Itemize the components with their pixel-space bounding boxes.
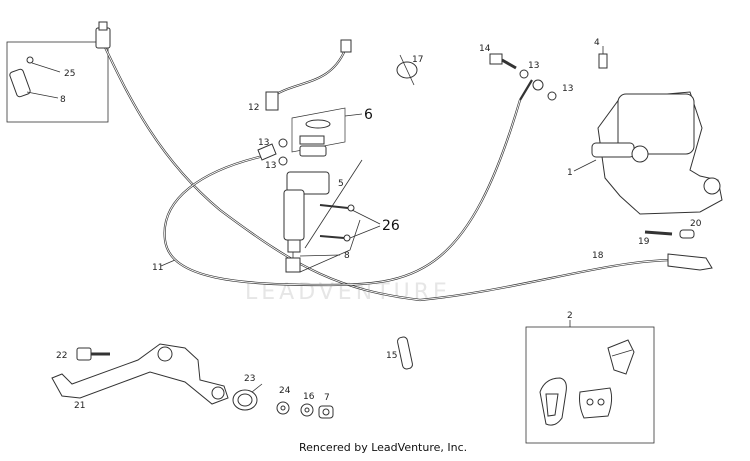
reservoir-parts bbox=[291, 107, 346, 157]
washer-13a bbox=[278, 138, 288, 148]
pin-15 bbox=[397, 336, 413, 370]
callout-17: 17 bbox=[412, 55, 423, 65]
master-cylinder bbox=[283, 171, 330, 273]
brake-hose-loop bbox=[163, 79, 544, 287]
callout-7: 7 bbox=[324, 393, 330, 403]
brake-pad-right bbox=[579, 387, 613, 419]
callout-6: 6 bbox=[364, 107, 373, 123]
washer-13b bbox=[278, 156, 288, 166]
callout-13-b: 13 bbox=[265, 161, 276, 171]
callout-24: 24 bbox=[279, 386, 291, 396]
washer-13d bbox=[547, 91, 557, 101]
callout-20: 20 bbox=[690, 219, 702, 229]
pivot-bolt-22 bbox=[76, 347, 110, 361]
pad-pin-19 bbox=[644, 230, 673, 236]
callout-5: 5 bbox=[338, 179, 344, 189]
callout-13-c: 13 bbox=[528, 61, 539, 71]
banjo-bolt-14 bbox=[489, 53, 517, 70]
callout-13-a: 13 bbox=[258, 138, 269, 148]
callout-19: 19 bbox=[638, 237, 650, 247]
hose-clip-17 bbox=[396, 54, 418, 86]
callout-8-inset: 8 bbox=[60, 95, 66, 105]
callout-16: 16 bbox=[303, 392, 315, 402]
callout-22: 22 bbox=[56, 351, 67, 361]
callout-18: 18 bbox=[592, 251, 604, 261]
callout-21: 21 bbox=[74, 401, 85, 411]
brake-pedal bbox=[51, 343, 229, 405]
callout-26: 26 bbox=[382, 218, 400, 234]
sensor-connector bbox=[9, 56, 61, 99]
callout-2: 2 bbox=[567, 311, 573, 321]
brake-pad-left bbox=[539, 377, 567, 426]
bleed-screw-4 bbox=[598, 46, 608, 69]
return-spring-23 bbox=[232, 383, 263, 411]
callout-23: 23 bbox=[244, 374, 255, 384]
callout-25: 25 bbox=[64, 69, 75, 79]
pad-spring-clip bbox=[607, 339, 635, 375]
callout-1: 1 bbox=[567, 168, 573, 178]
brake-switch-12 bbox=[265, 39, 352, 111]
callout-4: 4 bbox=[594, 38, 600, 48]
callout-8: 8 bbox=[344, 251, 350, 261]
footer-credit: Rencered by LeadVenture, Inc. bbox=[299, 441, 467, 454]
washer-13c bbox=[519, 69, 529, 79]
callout-15: 15 bbox=[386, 351, 397, 361]
inset-box-pads bbox=[525, 326, 655, 444]
inset-box-sensor bbox=[6, 41, 109, 123]
brake-cable-11 bbox=[95, 21, 421, 302]
callout-14: 14 bbox=[479, 44, 491, 54]
bolts-26 bbox=[319, 204, 355, 242]
callout-13-d: 13 bbox=[562, 84, 573, 94]
pin-cover-20 bbox=[679, 229, 695, 239]
brake-rod-18 bbox=[419, 253, 713, 302]
callout-11: 11 bbox=[152, 263, 163, 273]
brake-caliper bbox=[591, 91, 723, 215]
callout-12: 12 bbox=[248, 103, 259, 113]
